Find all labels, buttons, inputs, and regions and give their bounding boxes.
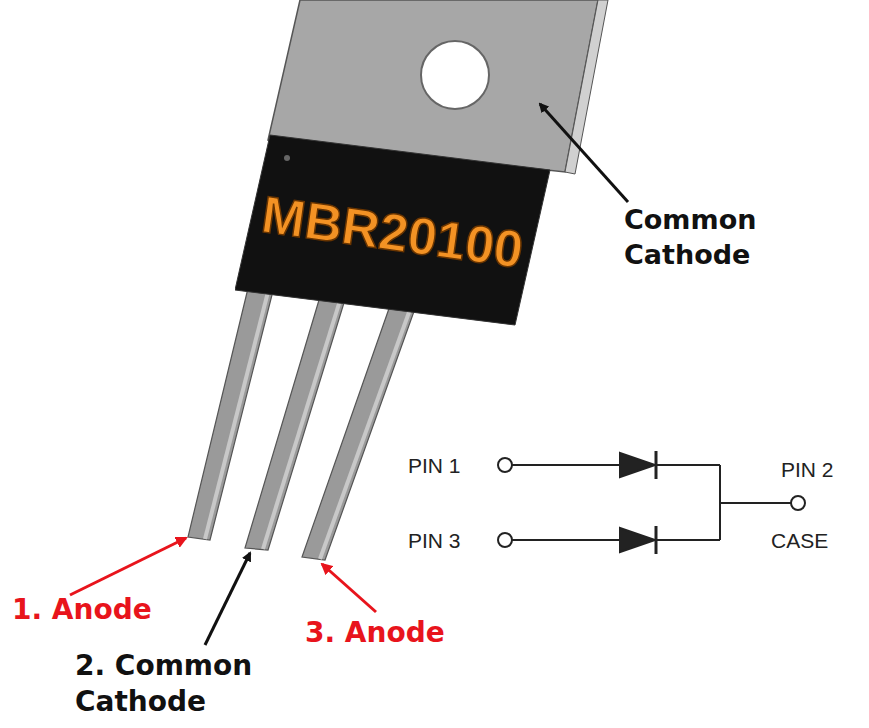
tab-edge xyxy=(565,0,608,174)
pin-label: 1. Anode xyxy=(12,592,152,628)
pin-name: PIN 2 xyxy=(781,456,834,483)
lead-highlight xyxy=(263,294,342,549)
leader-arrow xyxy=(540,104,628,202)
mounting-hole xyxy=(421,41,489,109)
pin-label: 2. Common Cathode xyxy=(75,648,320,721)
pin-name: PIN 1 xyxy=(408,452,461,479)
package-body: MBR20100 xyxy=(235,130,555,330)
leader-arrow xyxy=(70,538,186,595)
callout-label: Common Cathode xyxy=(624,202,824,272)
pin-name: PIN 3 xyxy=(408,527,461,554)
lead-highlight xyxy=(205,284,270,539)
leader-arrow xyxy=(205,553,250,645)
pin-label: 3. Anode xyxy=(305,615,445,651)
lead-pin xyxy=(302,300,417,560)
diode-schematic xyxy=(498,451,805,554)
leader-arrow xyxy=(322,564,376,612)
lead-highlight xyxy=(320,304,412,559)
pin-name: CASE xyxy=(771,527,828,554)
